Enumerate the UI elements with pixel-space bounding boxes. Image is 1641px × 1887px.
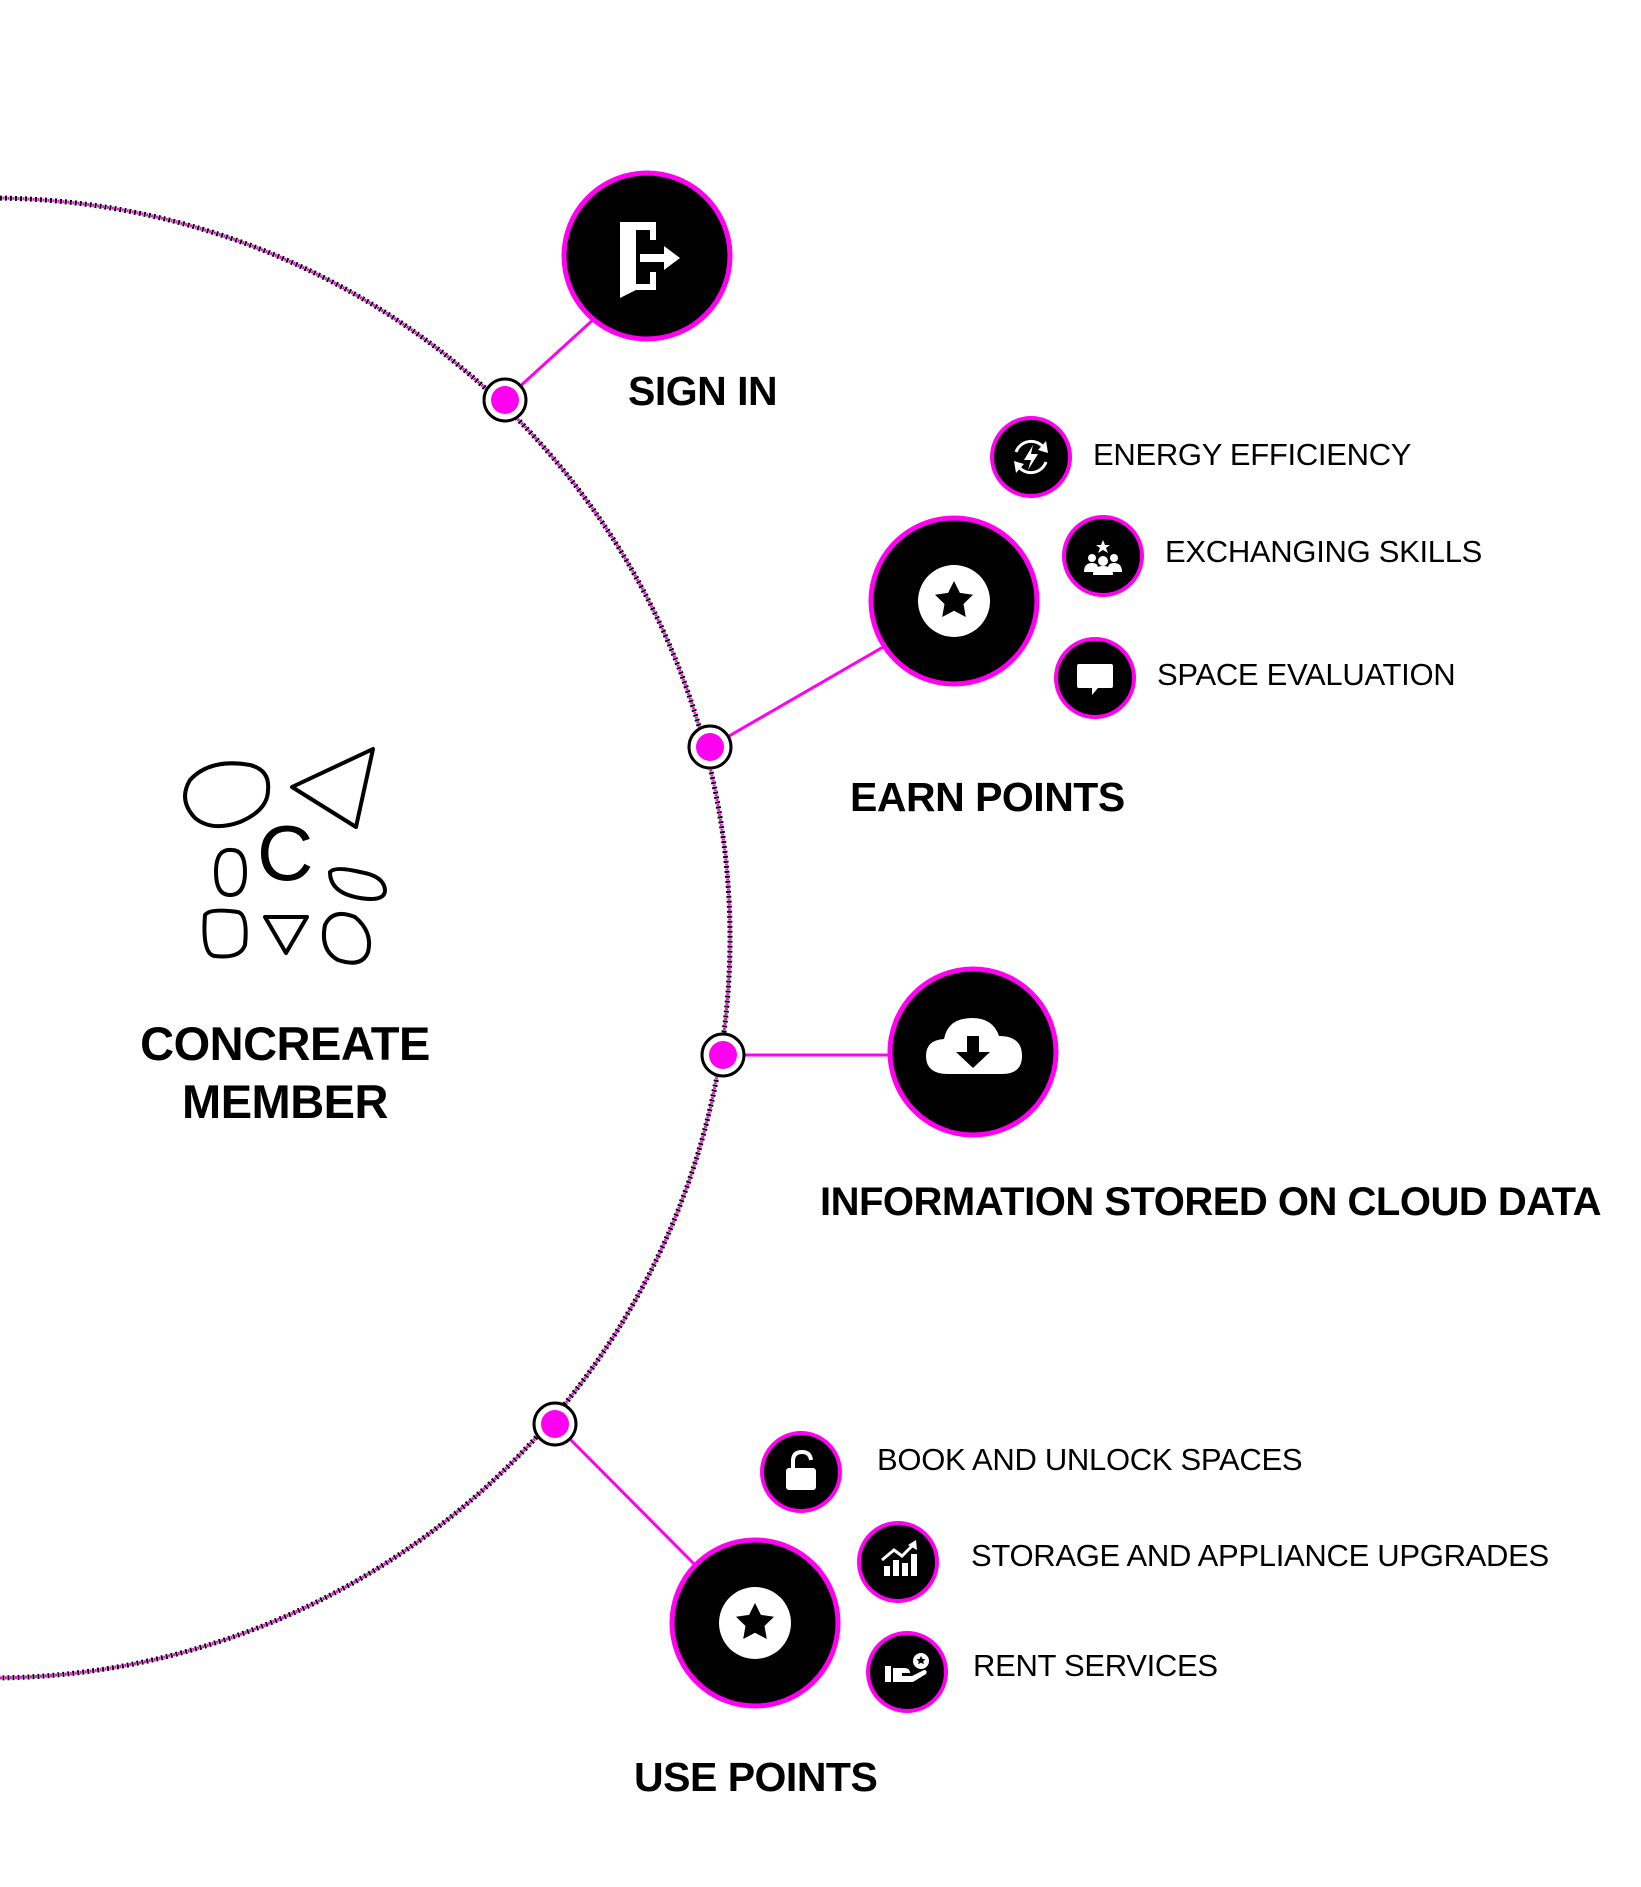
connector-earn-points bbox=[709, 641, 891, 749]
people-star-icon bbox=[1084, 540, 1122, 575]
exchanging-skills-label: EXCHANGING SKILLS bbox=[1165, 534, 1483, 569]
junction-dot-use-points bbox=[532, 1401, 578, 1447]
earn-points-label: EARN POINTS bbox=[850, 774, 1125, 820]
use-points-label: USE POINTS bbox=[634, 1754, 878, 1800]
junction-dot-earn-points bbox=[687, 724, 733, 770]
space-evaluation-label: SPACE EVALUATION bbox=[1157, 657, 1456, 692]
energy-efficiency-label: ENERGY EFFICIENCY bbox=[1093, 437, 1412, 472]
storage-upgrades-node[interactable] bbox=[857, 1521, 939, 1603]
energy-efficiency-node[interactable] bbox=[990, 416, 1072, 498]
exchanging-skills-node[interactable] bbox=[1062, 515, 1144, 597]
cloud-download-icon bbox=[926, 1018, 1022, 1074]
space-evaluation-node[interactable] bbox=[1054, 637, 1136, 719]
brand-name-line1: CONCREATE bbox=[140, 1017, 430, 1070]
book-unlock-node[interactable] bbox=[760, 1431, 842, 1513]
hand-coin-icon bbox=[885, 1653, 929, 1682]
star-badge-icon bbox=[918, 565, 990, 637]
star-badge-icon bbox=[719, 1587, 791, 1659]
book-unlock-label: BOOK AND UNLOCK SPACES bbox=[877, 1442, 1303, 1477]
sign-in-node[interactable] bbox=[561, 170, 733, 342]
connector-use-points bbox=[553, 1422, 707, 1577]
unlock-icon bbox=[786, 1449, 816, 1490]
brand-name-line2: MEMBER bbox=[182, 1075, 388, 1128]
logo-letter: C bbox=[257, 809, 313, 897]
junction-dot-cloud bbox=[700, 1032, 746, 1078]
concreate-pebbles-logo-icon bbox=[183, 747, 387, 965]
storage-upgrades-label: STORAGE AND APPLIANCE UPGRADES bbox=[971, 1538, 1549, 1573]
door-enter-icon bbox=[620, 222, 680, 298]
growth-chart-icon bbox=[881, 1540, 917, 1576]
sign-in-label: SIGN IN bbox=[628, 368, 778, 414]
cloud-label: INFORMATION STORED ON CLOUD DATA bbox=[820, 1180, 1602, 1224]
energy-cycle-icon bbox=[1014, 439, 1048, 475]
journey-arc bbox=[0, 195, 733, 1681]
use-points-node[interactable] bbox=[669, 1537, 841, 1709]
brand-name: CONCREATE MEMBER bbox=[120, 1015, 450, 1131]
rent-services-label: RENT SERVICES bbox=[973, 1648, 1218, 1683]
speech-bubble-icon bbox=[1077, 664, 1113, 695]
cloud-node[interactable] bbox=[887, 966, 1059, 1138]
earn-points-node[interactable] bbox=[868, 515, 1040, 687]
junction-dot-sign-in bbox=[482, 377, 528, 423]
rent-services-node[interactable] bbox=[866, 1631, 948, 1713]
